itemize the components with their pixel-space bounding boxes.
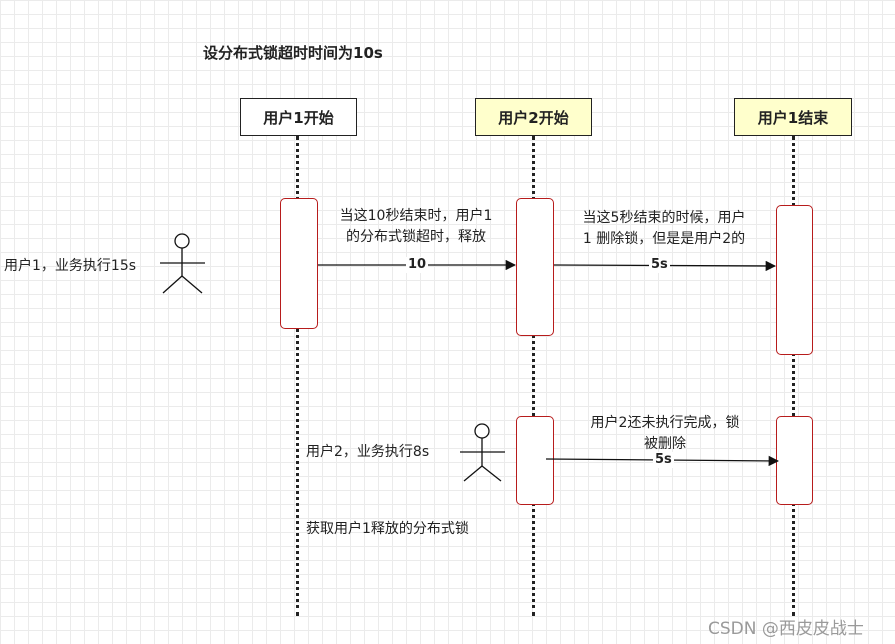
lifeline-header-user2-start: 用户2开始 bbox=[475, 98, 592, 136]
lifeline-header-user1-start: 用户1开始 bbox=[240, 98, 357, 136]
lifeline-header-user1-end: 用户1结束 bbox=[734, 98, 852, 136]
watermark: CSDN @西皮皮战士 bbox=[708, 619, 864, 639]
note-user2-unfinished-line1: 用户2还未执行完成，锁 bbox=[590, 415, 740, 431]
activation-user1-end-a bbox=[776, 205, 813, 355]
message-label-2: 5s bbox=[649, 257, 670, 273]
note-user2-unfinished: 用户2还未执行完成，锁 被删除 bbox=[565, 413, 765, 455]
message-label-3: 5s bbox=[653, 452, 674, 468]
note-lock-timeout: 当这10秒结束时，用户1 的分布式锁超时，释放 bbox=[318, 206, 514, 248]
note-lock-deleted-line1: 当这5秒结束的时候，用户 bbox=[582, 210, 746, 226]
note-acquire-lock: 获取用户1释放的分布式锁 bbox=[306, 521, 469, 537]
actor-user2-label: 用户2，业务执行8s bbox=[306, 444, 430, 460]
note-lock-deleted: 当这5秒结束的时候，用户 1 删除锁，但是是用户2的 bbox=[560, 208, 768, 250]
note-lock-timeout-line2: 的分布式锁超时，释放 bbox=[346, 229, 486, 245]
activation-user2-start-a bbox=[516, 198, 554, 336]
actor-user2-icon bbox=[460, 423, 505, 482]
actor-user1-label: 用户1，业务执行15s bbox=[4, 258, 137, 274]
lifeline-user1-start bbox=[296, 136, 299, 616]
diagram-title: 设分布式锁超时时间为10s bbox=[203, 44, 383, 62]
activation-user2-start-b bbox=[516, 416, 554, 505]
note-lock-deleted-line2: 1 删除锁，但是是用户2的 bbox=[582, 231, 746, 247]
lifeline-user1-end bbox=[792, 136, 795, 616]
note-user2-unfinished-line2: 被删除 bbox=[644, 436, 686, 452]
activation-user1-start bbox=[280, 198, 318, 329]
actor-user1-icon bbox=[160, 233, 205, 294]
message-label-1: 10 bbox=[406, 257, 429, 273]
note-lock-timeout-line1: 当这10秒结束时，用户1 bbox=[339, 208, 493, 224]
activation-user1-end-b bbox=[776, 416, 813, 505]
lifeline-user2-start bbox=[532, 136, 535, 616]
